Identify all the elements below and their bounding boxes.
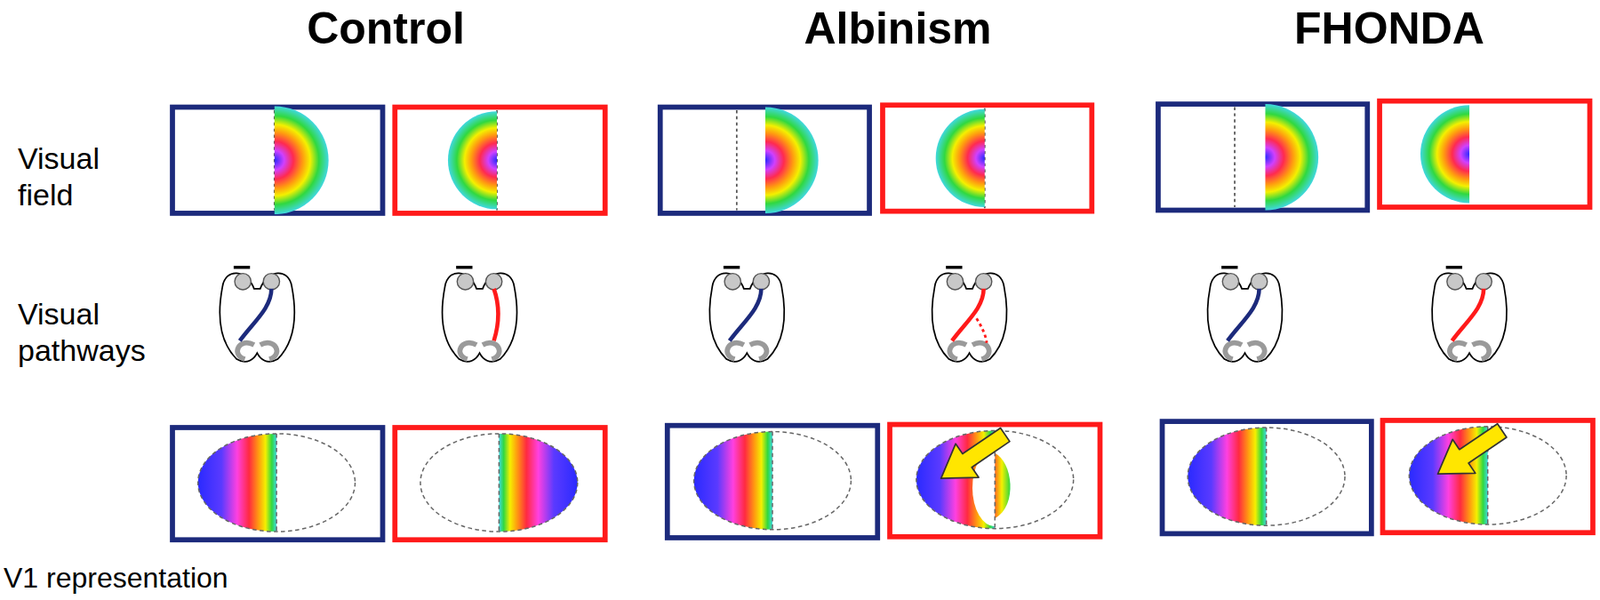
v1-row (172, 420, 1593, 540)
yellow-arrows (929, 413, 1514, 496)
column-heading: Albinism (803, 3, 992, 56)
column-heading: FHONDA (1294, 3, 1485, 56)
visual-field-row (172, 101, 1591, 215)
row-label: Visual field (17, 140, 134, 214)
row-label: Visual pathways (17, 296, 174, 369)
row-label: V1 representation (3, 561, 229, 595)
visual-pathways-row (219, 267, 1507, 362)
column-heading: Control (306, 3, 465, 56)
